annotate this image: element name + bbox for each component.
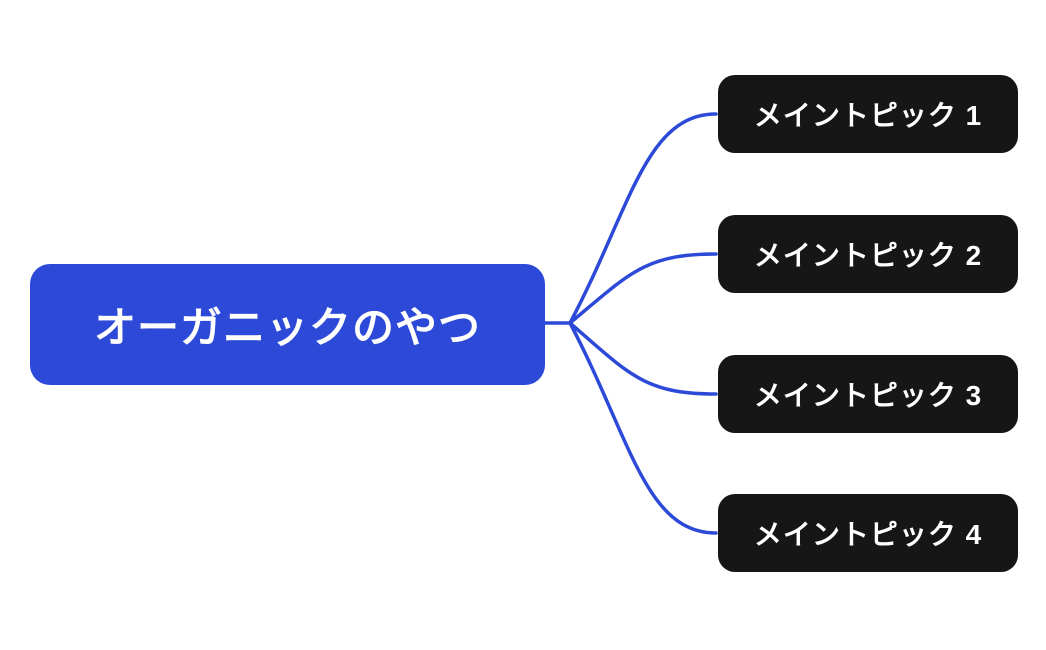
connector-topic-1 [568,112,718,325]
root-node[interactable]: オーガニックのやつ [30,264,545,385]
topic-node-4-label: メイントピック 4 [753,519,983,550]
topic-node-3-label: メイントピック 3 [753,380,983,411]
topic-node-4[interactable]: メイントピック 4 [718,494,1018,572]
topic-node-1-label: メイントピック 1 [753,100,983,131]
connector-topic-4 [568,321,718,535]
topic-node-2-label: メイントピック 2 [753,240,983,271]
connector-topic-2 [568,252,718,325]
connector-topic-3 [568,321,718,396]
topic-node-3[interactable]: メイントピック 3 [718,355,1018,433]
topic-node-2[interactable]: メイントピック 2 [718,215,1018,293]
root-node-label: オーガニックのやつ [93,304,481,351]
topic-node-1[interactable]: メイントピック 1 [718,75,1018,153]
